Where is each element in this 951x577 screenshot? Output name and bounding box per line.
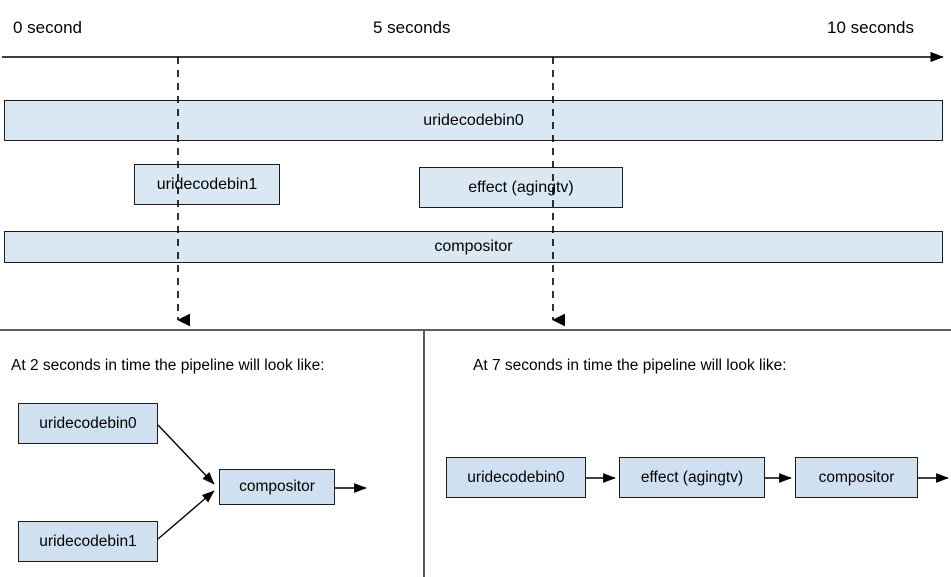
node-label: uridecodebin0 [39,414,137,432]
node-label: uridecodebin1 [39,532,137,550]
node-label: compositor [818,468,895,486]
node-compositor-7s[interactable]: compositor [795,457,918,498]
panel-7-seconds-caption: At 7 seconds in time the pipeline will l… [473,357,787,374]
timeline-axis-arrow [2,51,944,63]
node-label: effect (agingtv) [640,468,744,486]
node-label: compositor [239,478,315,495]
track-label: uridecodebin0 [423,111,524,129]
node-uridecodebin1-2s[interactable]: uridecodebin1 [18,521,158,562]
track-label: uridecodebin1 [156,175,258,193]
node-compositor-2s[interactable]: compositor [219,469,335,505]
panel-2-seconds-caption: At 2 seconds in time the pipeline will l… [11,357,325,374]
node-label: uridecodebin0 [467,468,565,486]
track-uridecodebin1[interactable]: uridecodebin1 [134,164,280,205]
time-marker-lines [177,57,565,327]
timeline-tick-label-0s: 0 second [13,18,82,37]
node-effect-agingtv-7s[interactable]: effect (agingtv) [619,457,765,498]
track-label: effect (agingtv) [468,178,574,196]
track-compositor[interactable]: compositor [4,231,943,263]
track-effect-agingtv[interactable]: effect (agingtv) [419,167,623,208]
node-uridecodebin0-7s[interactable]: uridecodebin0 [446,457,586,498]
timeline-tick-label-10s: 10 seconds [827,18,914,37]
track-uridecodebin0[interactable]: uridecodebin0 [4,100,943,141]
timeline-tick-label-5s: 5 seconds [373,18,451,37]
node-uridecodebin0-2s[interactable]: uridecodebin0 [18,403,158,444]
track-label: compositor [434,238,513,255]
